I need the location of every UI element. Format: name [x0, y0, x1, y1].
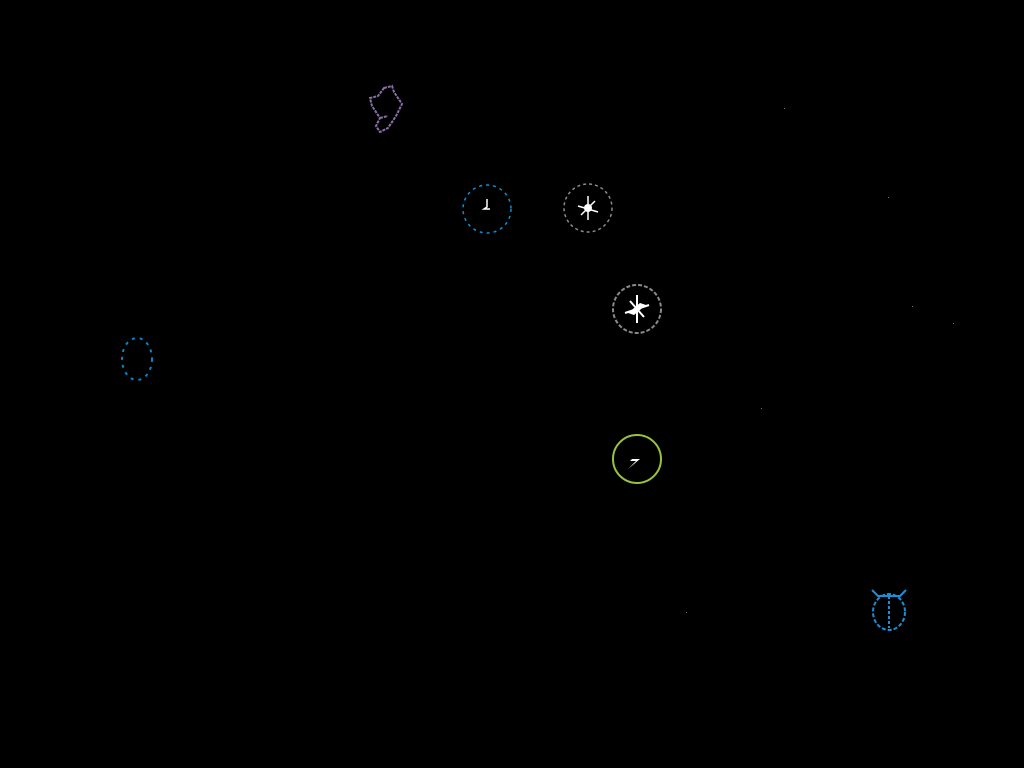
star-particle: [888, 197, 889, 198]
spark-orb-icon[interactable]: [460, 183, 514, 237]
star-particle: [686, 612, 687, 613]
star-orb-icon[interactable]: [610, 283, 664, 337]
scroll-icon[interactable]: [366, 84, 408, 136]
lightning-orb-icon[interactable]: [610, 433, 664, 487]
star-particle: [761, 408, 762, 409]
star-particle: [953, 323, 954, 324]
star-particle: [912, 306, 913, 307]
star-particle: [784, 108, 785, 109]
star-orb-icon[interactable]: [561, 183, 615, 237]
egg-icon[interactable]: [118, 334, 158, 386]
beetle-icon[interactable]: [864, 584, 914, 636]
